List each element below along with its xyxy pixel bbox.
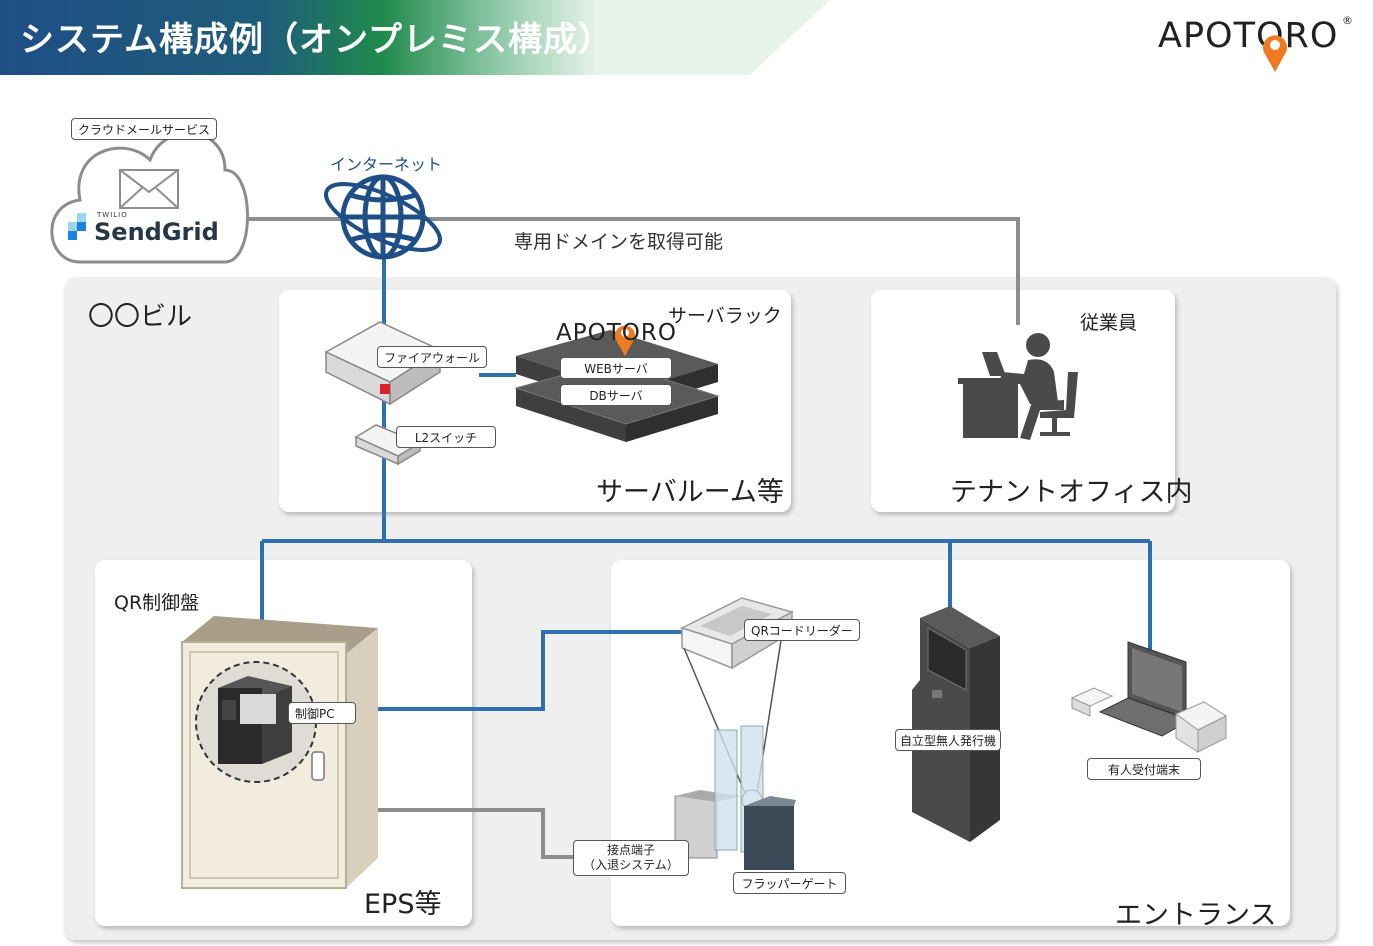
- logo-pin-icon: [1263, 35, 1287, 72]
- qr-reader-tag: QRコードリーダー: [744, 619, 860, 641]
- building-label: 〇〇ビル: [88, 302, 193, 332]
- domain-note: 専用ドメインを取得可能: [514, 231, 724, 253]
- server-rack-label: サーバラック: [668, 305, 782, 327]
- firewall-tag: ファイアウォール: [377, 346, 488, 368]
- sendgrid-logo-icon: [68, 213, 86, 240]
- contact-terminal-tag: 接点端子 （入退システム）: [573, 840, 689, 876]
- sendgrid-label: SendGrid: [94, 218, 219, 246]
- control-pc-tag: 制御PC: [288, 702, 356, 724]
- employee-label: 従業員: [1080, 312, 1138, 334]
- kiosk-tag: 自立型無人発行機: [895, 729, 1002, 751]
- db-server-tag: DBサーバ: [560, 384, 672, 406]
- web-server-tag: WEBサーバ: [560, 357, 672, 379]
- office-zone: [871, 290, 1175, 512]
- control-pc-icon: [218, 676, 292, 764]
- contact-terminal-line2: （入退システム）: [583, 858, 679, 872]
- apotoro-pin-icon: [615, 325, 635, 356]
- globe-icon: [324, 174, 442, 260]
- page-title: システム構成例（オンプレミス構成）: [20, 20, 613, 60]
- qr-panel-label: QR制御盤: [114, 592, 200, 614]
- server-logo-text: APOTORO: [556, 320, 677, 346]
- cloud-service-tag: クラウドメールサービス: [71, 118, 218, 140]
- apotoro-logo-text: APOTORO: [1158, 16, 1339, 56]
- registered-mark: ®: [1342, 14, 1353, 27]
- eps-label: EPS等: [364, 889, 442, 920]
- flapper-gate-tag: フラッパーゲート: [733, 872, 846, 894]
- twilio-label: TWILIO: [97, 211, 128, 219]
- internet-label: インターネット: [330, 155, 443, 174]
- flapper-gate-icon: [674, 725, 796, 870]
- header-banner: システム構成例（オンプレミス構成） APOTORO ®: [0, 0, 1373, 78]
- header-background: [0, 0, 830, 75]
- mail-icon: [119, 169, 179, 209]
- l2-switch-tag: L2スイッチ: [396, 426, 496, 448]
- entrance-label: エントランス: [1115, 900, 1277, 931]
- gray-connection-lines: [246, 217, 1020, 859]
- employee-at-desk-icon: [958, 333, 1078, 440]
- l2-switch-icon: [354, 424, 422, 466]
- contact-terminal-line1: 接点端子: [606, 843, 655, 857]
- reception-terminal-icon: [1070, 641, 1228, 753]
- apotoro-logo: APOTORO: [1158, 16, 1338, 56]
- kiosk-icon: [912, 606, 1000, 842]
- server-room-label: サーバルーム等: [596, 477, 784, 508]
- reception-terminal-tag: 有人受付端末: [1087, 758, 1201, 780]
- office-label: テナントオフィス内: [950, 477, 1193, 508]
